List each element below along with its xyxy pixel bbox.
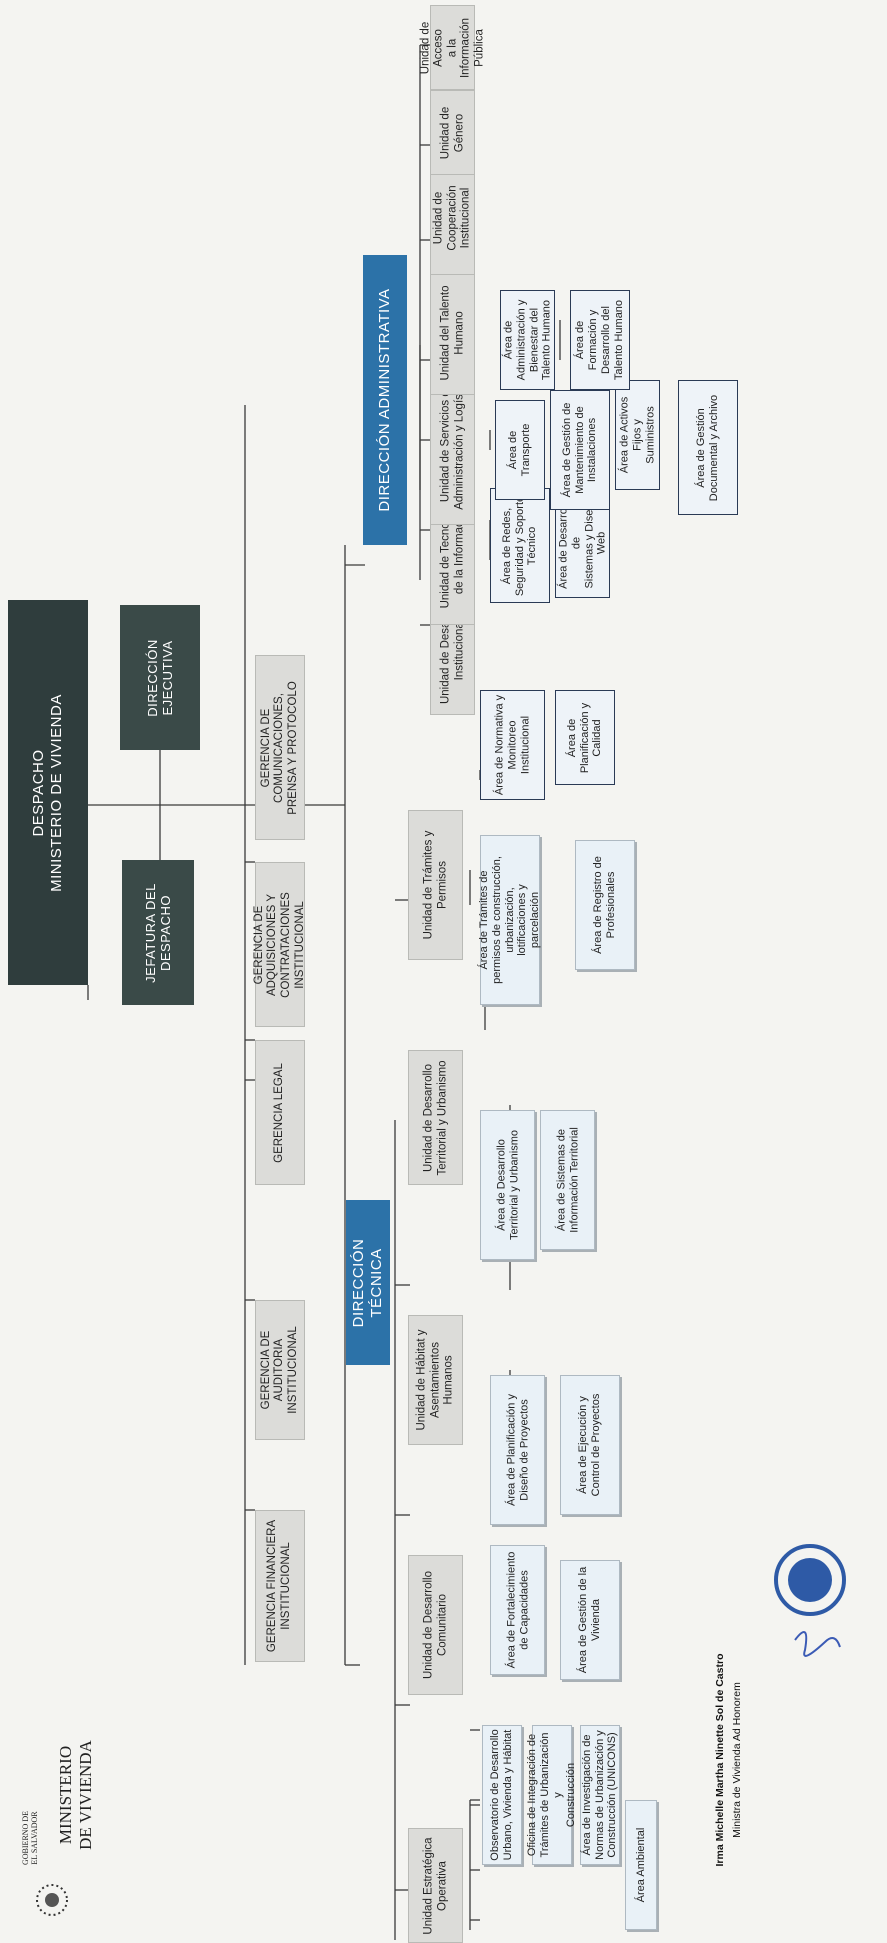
signer-title: Ministra de Vivienda Ad Honorem — [730, 1682, 743, 1838]
tecnica-unit-3-label: Unidad de Desarrollo Territorial y Urban… — [421, 1059, 448, 1176]
tecnica-unit-2-label: Unidad de Hábitat y Asentamientos Humano… — [415, 1329, 455, 1431]
tecnica-unit-1: Unidad de Desarrollo Comunitario — [408, 1555, 463, 1695]
comunitario-area-1: Área de Gestión de la Vivienda — [560, 1560, 620, 1680]
habitat-area-1: Área de Ejecución y Control de Proyectos — [560, 1375, 620, 1515]
signature-block: Irma Michelle Martha Ninette Sol de Cast… — [700, 1480, 880, 1930]
direccion-tecnica-box: DIRECCIÓN TÉCNICA — [346, 1200, 390, 1365]
desarrollo-inst-area-1: Área de Planificación y Calidad — [555, 690, 615, 785]
tecnica-unit-3: Unidad de Desarrollo Territorial y Urban… — [408, 1050, 463, 1185]
tecnica-unit-4-label: Unidad de Trámites y Permisos — [421, 830, 448, 940]
estrategica-area-0: Observatorio de Desarrollo Urbano, Vivie… — [482, 1725, 522, 1865]
estrategica-area-3: Área Ambiental — [625, 1800, 657, 1930]
gerencia-box-4-label: GERENCIA DE COMUNICACIONES, PRENSA Y PRO… — [259, 680, 299, 815]
gerencia-box-2: GERENCIA LEGAL — [255, 1040, 305, 1185]
direccion-administrativa-box-label: DIRECCIÓN ADMINISTRATIVA — [376, 288, 394, 512]
tramites-area-1-label: Área de Registro de Profesionales — [592, 856, 617, 954]
gerencia-box-1-label: GERENCIA DE AUDITORIA INSTITUCIONAL — [259, 1326, 299, 1414]
comunitario-area-1-label: Área de Gestión de la Vivienda — [577, 1566, 602, 1674]
habitat-area-1-label: Área de Ejecución y Control de Proyectos — [577, 1393, 602, 1497]
desarrollo-inst-area-0-label: Área de Normativa y Monitoreo Institucio… — [493, 694, 531, 796]
gerencia-box-3: GERENCIA DE ADQUISICIONES Y CONTRATACION… — [252, 862, 306, 1027]
servicios-area-0: Área de Transporte — [495, 400, 545, 500]
servicios-area-2-label: Área de Activos Fijos y Suministros — [618, 396, 656, 474]
servicios-area-0-label: Área de Transporte — [507, 423, 532, 477]
talento-area-0-label: Área de Administración y Bienestar del T… — [501, 299, 553, 381]
ministry-seal-icon — [774, 1544, 846, 1657]
servicios-area-1: Área de Gestión de Mantenimiento de Inst… — [550, 390, 610, 510]
habitat-area-0: Área de Planificación y Diseño de Proyec… — [490, 1375, 545, 1525]
tramites-area-0-label: Área de Trámites de permisos de construc… — [477, 856, 542, 984]
habitat-area-0-label: Área de Planificación y Diseño de Proyec… — [504, 1394, 530, 1506]
estrategica-area-1: Oficina de Integración de Trámites de Ur… — [526, 1725, 577, 1865]
tecnica-unit-2: Unidad de Hábitat y Asentamientos Humano… — [408, 1315, 463, 1445]
tecnica-unit-0-label: Unidad Estratégica Operativa — [421, 1836, 448, 1935]
admin-unit-5: Unidad de Género — [430, 90, 475, 175]
jefatura-box: JEFATURA DEL DESPACHO — [122, 860, 194, 1005]
servicios-area-3: Área de Gestión Documental y Archivo — [678, 380, 738, 515]
territorial-area-0-label: Área de Desarrollo Territorial y Urbanis… — [494, 1129, 520, 1241]
despacho-box-label: DESPACHO MINISTERIO DE VIVIENDA — [30, 693, 65, 892]
gerencia-box-2-label: GERENCIA LEGAL — [273, 1062, 286, 1163]
admin-unit-4-label: Unidad de Cooperación Institucional — [432, 184, 472, 251]
gerencia-box-4: GERENCIA DE COMUNICACIONES, PRENSA Y PRO… — [255, 655, 305, 840]
talento-area-1: Área de Formación y Desarrollo del Talen… — [570, 290, 630, 390]
tecnica-unit-0: Unidad Estratégica Operativa — [408, 1828, 463, 1943]
comunitario-area-0-label: Área de Fortalecimiento de Capacidades — [504, 1551, 530, 1669]
gerencia-box-1: GERENCIA DE AUDITORIA INSTITUCIONAL — [255, 1300, 305, 1440]
estrategica-area-0-label: Observatorio de Desarrollo Urbano, Vivie… — [489, 1729, 514, 1861]
servicios-area-2: Área de Activos Fijos y Suministros — [615, 380, 660, 490]
estrategica-area-1-label: Oficina de Integración de Trámites de Ur… — [526, 1732, 577, 1858]
estrategica-area-2-label: Área de Investigación de Normas de Urban… — [580, 1730, 619, 1860]
gerencia-box-0-label: GERENCIA FINANCIERA INSTITUCIONAL — [266, 1519, 292, 1653]
tramites-area-1: Área de Registro de Profesionales — [575, 840, 635, 970]
gerencia-box-0: GERENCIA FINANCIERA INSTITUCIONAL — [255, 1510, 305, 1662]
estrategica-area-2: Área de Investigación de Normas de Urban… — [580, 1725, 620, 1865]
comunitario-area-0: Área de Fortalecimiento de Capacidades — [490, 1545, 545, 1675]
direccion-ejecutiva-box-label: DIRECCIÓN EJECUTIVA — [144, 638, 175, 717]
admin-unit-6-label: Unidad de Acceso a la Información Públic… — [418, 17, 485, 78]
direccion-tecnica-box-label: DIRECCIÓN TÉCNICA — [350, 1238, 385, 1327]
desarrollo-inst-area-0: Área de Normativa y Monitoreo Institucio… — [480, 690, 545, 800]
talento-area-0: Área de Administración y Bienestar del T… — [500, 290, 555, 390]
direccion-administrativa-box: DIRECCIÓN ADMINISTRATIVA — [363, 255, 407, 545]
servicios-area-3-label: Área de Gestión Documental y Archivo — [695, 394, 720, 501]
desarrollo-inst-area-1-label: Área de Planificación y Calidad — [565, 702, 604, 773]
territorial-area-0: Área de Desarrollo Territorial y Urbanis… — [480, 1110, 535, 1260]
ministry-logo: GOBIERNO DE EL SALVADOR MINISTERIO DE VI… — [14, 1690, 104, 1930]
admin-unit-4: Unidad de Cooperación Institucional — [430, 160, 475, 275]
jefatura-box-label: JEFATURA DEL DESPACHO — [142, 882, 173, 983]
tramites-area-0: Área de Trámites de permisos de construc… — [477, 835, 542, 1005]
ministry-name: MINISTERIO DE VIVIENDA — [55, 1740, 95, 1850]
territorial-area-1-label: Área de Sistemas de Información Territor… — [554, 1127, 580, 1233]
territorial-area-1: Área de Sistemas de Información Territor… — [540, 1110, 595, 1250]
admin-unit-5-label: Unidad de Género — [438, 106, 465, 159]
admin-unit-3-label: Unidad del Talento Humano — [438, 284, 465, 381]
admin-unit-3: Unidad del Talento Humano — [430, 270, 475, 395]
servicios-area-1-label: Área de Gestión de Mantenimiento de Inst… — [560, 402, 599, 498]
tecnica-unit-1-label: Unidad de Desarrollo Comunitario — [421, 1570, 448, 1680]
government-label: GOBIERNO DE EL SALVADOR — [20, 1811, 39, 1865]
ti-area-0: Área de Redes, Seguridad y Soporte Técni… — [490, 488, 550, 603]
tecnica-unit-4: Unidad de Trámites y Permisos — [408, 810, 463, 960]
talento-area-1-label: Área de Formación y Desarrollo del Talen… — [574, 299, 625, 381]
despacho-box: DESPACHO MINISTERIO DE VIVIENDA — [8, 600, 88, 985]
gerencia-box-3-label: GERENCIA DE ADQUISICIONES Y CONTRATACION… — [252, 891, 306, 998]
estrategica-area-3-label: Área Ambiental — [634, 1827, 647, 1903]
ti-area-0-label: Área de Redes, Seguridad y Soporte Técni… — [500, 495, 539, 596]
direccion-ejecutiva-box: DIRECCIÓN EJECUTIVA — [120, 605, 200, 750]
coat-of-arms-icon — [36, 1884, 68, 1916]
admin-unit-6: Unidad de Acceso a la Información Públic… — [418, 5, 485, 90]
